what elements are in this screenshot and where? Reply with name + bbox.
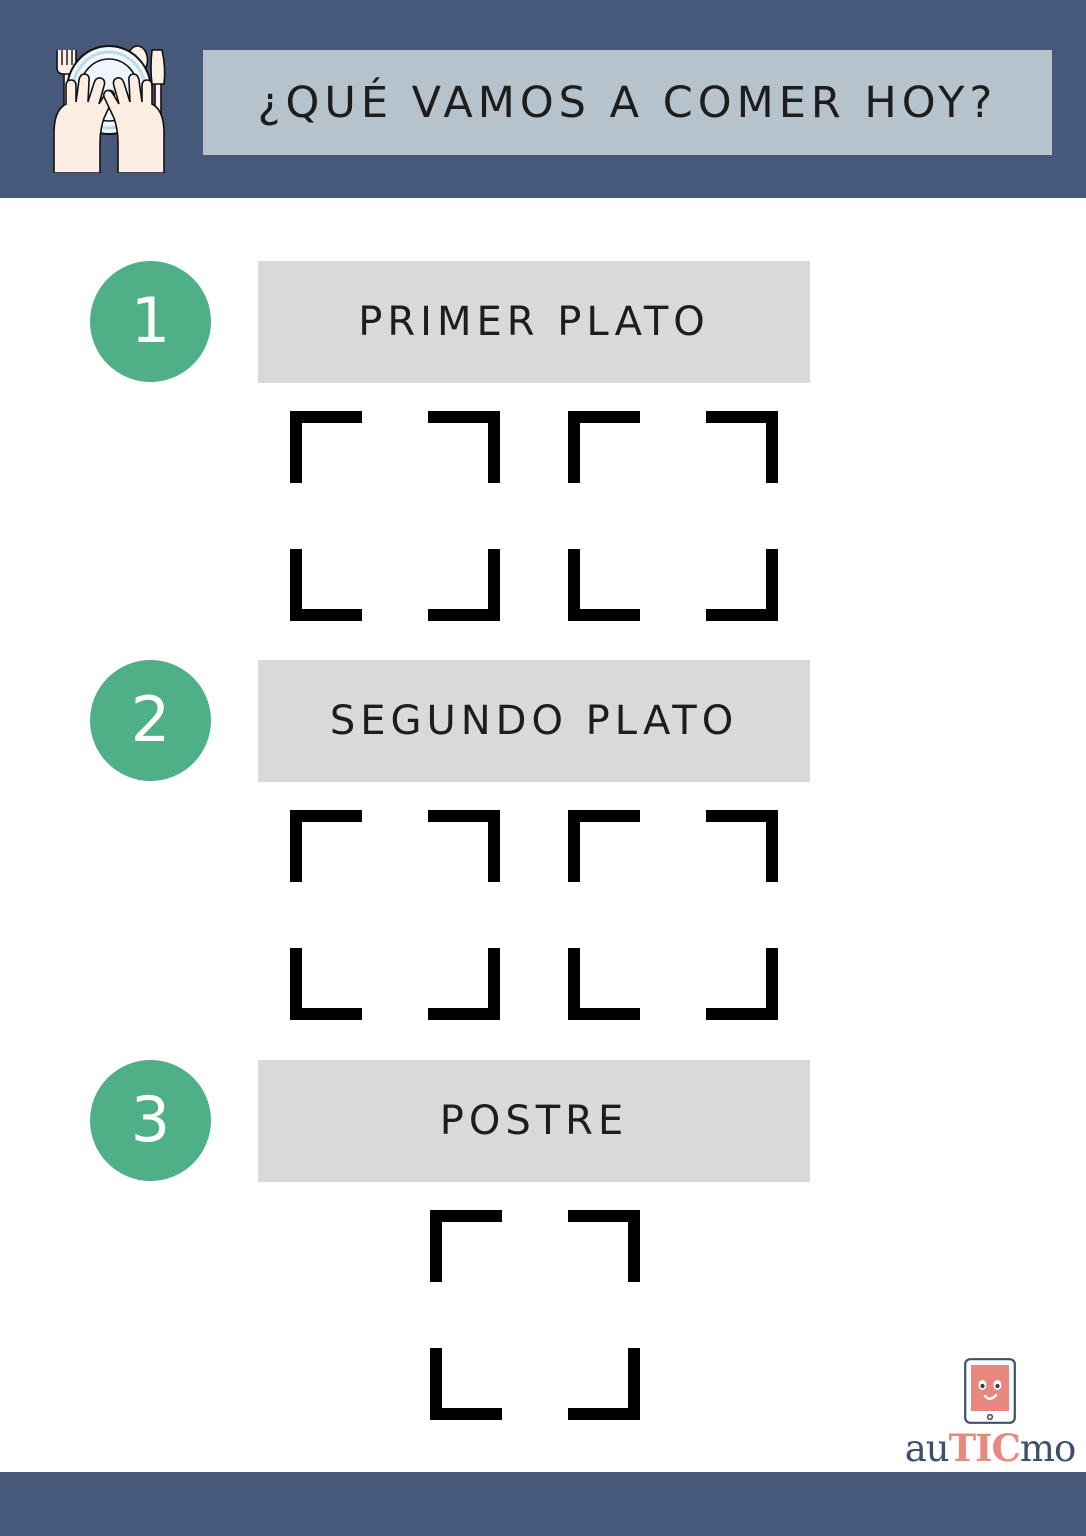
placeholder-row-1: [290, 411, 778, 621]
smiling-tablet-icon: [964, 1358, 1016, 1424]
footer-band: [0, 1472, 1086, 1536]
section-label-bar-2: SEGUNDO PLATO: [258, 660, 810, 782]
corner-bottom-right-icon: [568, 1348, 640, 1420]
step-badge-3: 3: [90, 1060, 211, 1181]
corner-bottom-right-icon: [428, 549, 500, 621]
corner-bottom-left-icon: [290, 948, 362, 1020]
section-label-bar-1: PRIMER PLATO: [258, 261, 810, 383]
corner-top-left-icon: [568, 411, 640, 483]
corner-bottom-right-icon: [706, 948, 778, 1020]
corner-top-right-icon: [428, 411, 500, 483]
place-setting-icon: [24, 38, 194, 174]
corner-bottom-left-icon: [568, 948, 640, 1020]
corner-top-right-icon: [706, 810, 778, 882]
food-placeholder-slot[interactable]: [290, 411, 500, 621]
food-placeholder-slot[interactable]: [430, 1210, 640, 1420]
step-number: 2: [130, 682, 171, 756]
logo-wordmark: auTICmo: [904, 1427, 1077, 1470]
logo-text-mo: mo: [1019, 1427, 1076, 1470]
step-badge-2: 2: [90, 660, 211, 781]
food-placeholder-slot[interactable]: [568, 810, 778, 1020]
corner-bottom-left-icon: [290, 549, 362, 621]
corner-bottom-left-icon: [568, 549, 640, 621]
placeholder-row-2: [290, 810, 778, 1020]
corner-bottom-right-icon: [706, 549, 778, 621]
step-badge-1: 1: [90, 261, 211, 382]
corner-top-right-icon: [568, 1210, 640, 1282]
placeholder-row-3: [430, 1210, 640, 1420]
section-label: POSTRE: [439, 1098, 629, 1144]
corner-top-left-icon: [430, 1210, 502, 1282]
page-title: ¿QUÉ VAMOS A COMER HOY?: [257, 77, 998, 128]
section-label-bar-3: POSTRE: [258, 1060, 810, 1182]
corner-top-right-icon: [706, 411, 778, 483]
food-placeholder-slot[interactable]: [290, 810, 500, 1020]
corner-bottom-left-icon: [430, 1348, 502, 1420]
auticmo-logo: auTICmo: [904, 1358, 1077, 1473]
logo-text-au: au: [904, 1427, 950, 1470]
logo-text-tic: TIC: [948, 1426, 1021, 1470]
corner-top-left-icon: [290, 411, 362, 483]
corner-top-left-icon: [568, 810, 640, 882]
step-number: 1: [130, 283, 171, 357]
food-placeholder-slot[interactable]: [568, 411, 778, 621]
section-label: SEGUNDO PLATO: [329, 698, 739, 744]
corner-top-right-icon: [428, 810, 500, 882]
step-number: 3: [130, 1082, 171, 1156]
title-bar: ¿QUÉ VAMOS A COMER HOY?: [203, 50, 1052, 155]
header-band: ¿QUÉ VAMOS A COMER HOY?: [0, 0, 1086, 198]
section-label: PRIMER PLATO: [358, 299, 710, 345]
corner-top-left-icon: [290, 810, 362, 882]
corner-bottom-right-icon: [428, 948, 500, 1020]
